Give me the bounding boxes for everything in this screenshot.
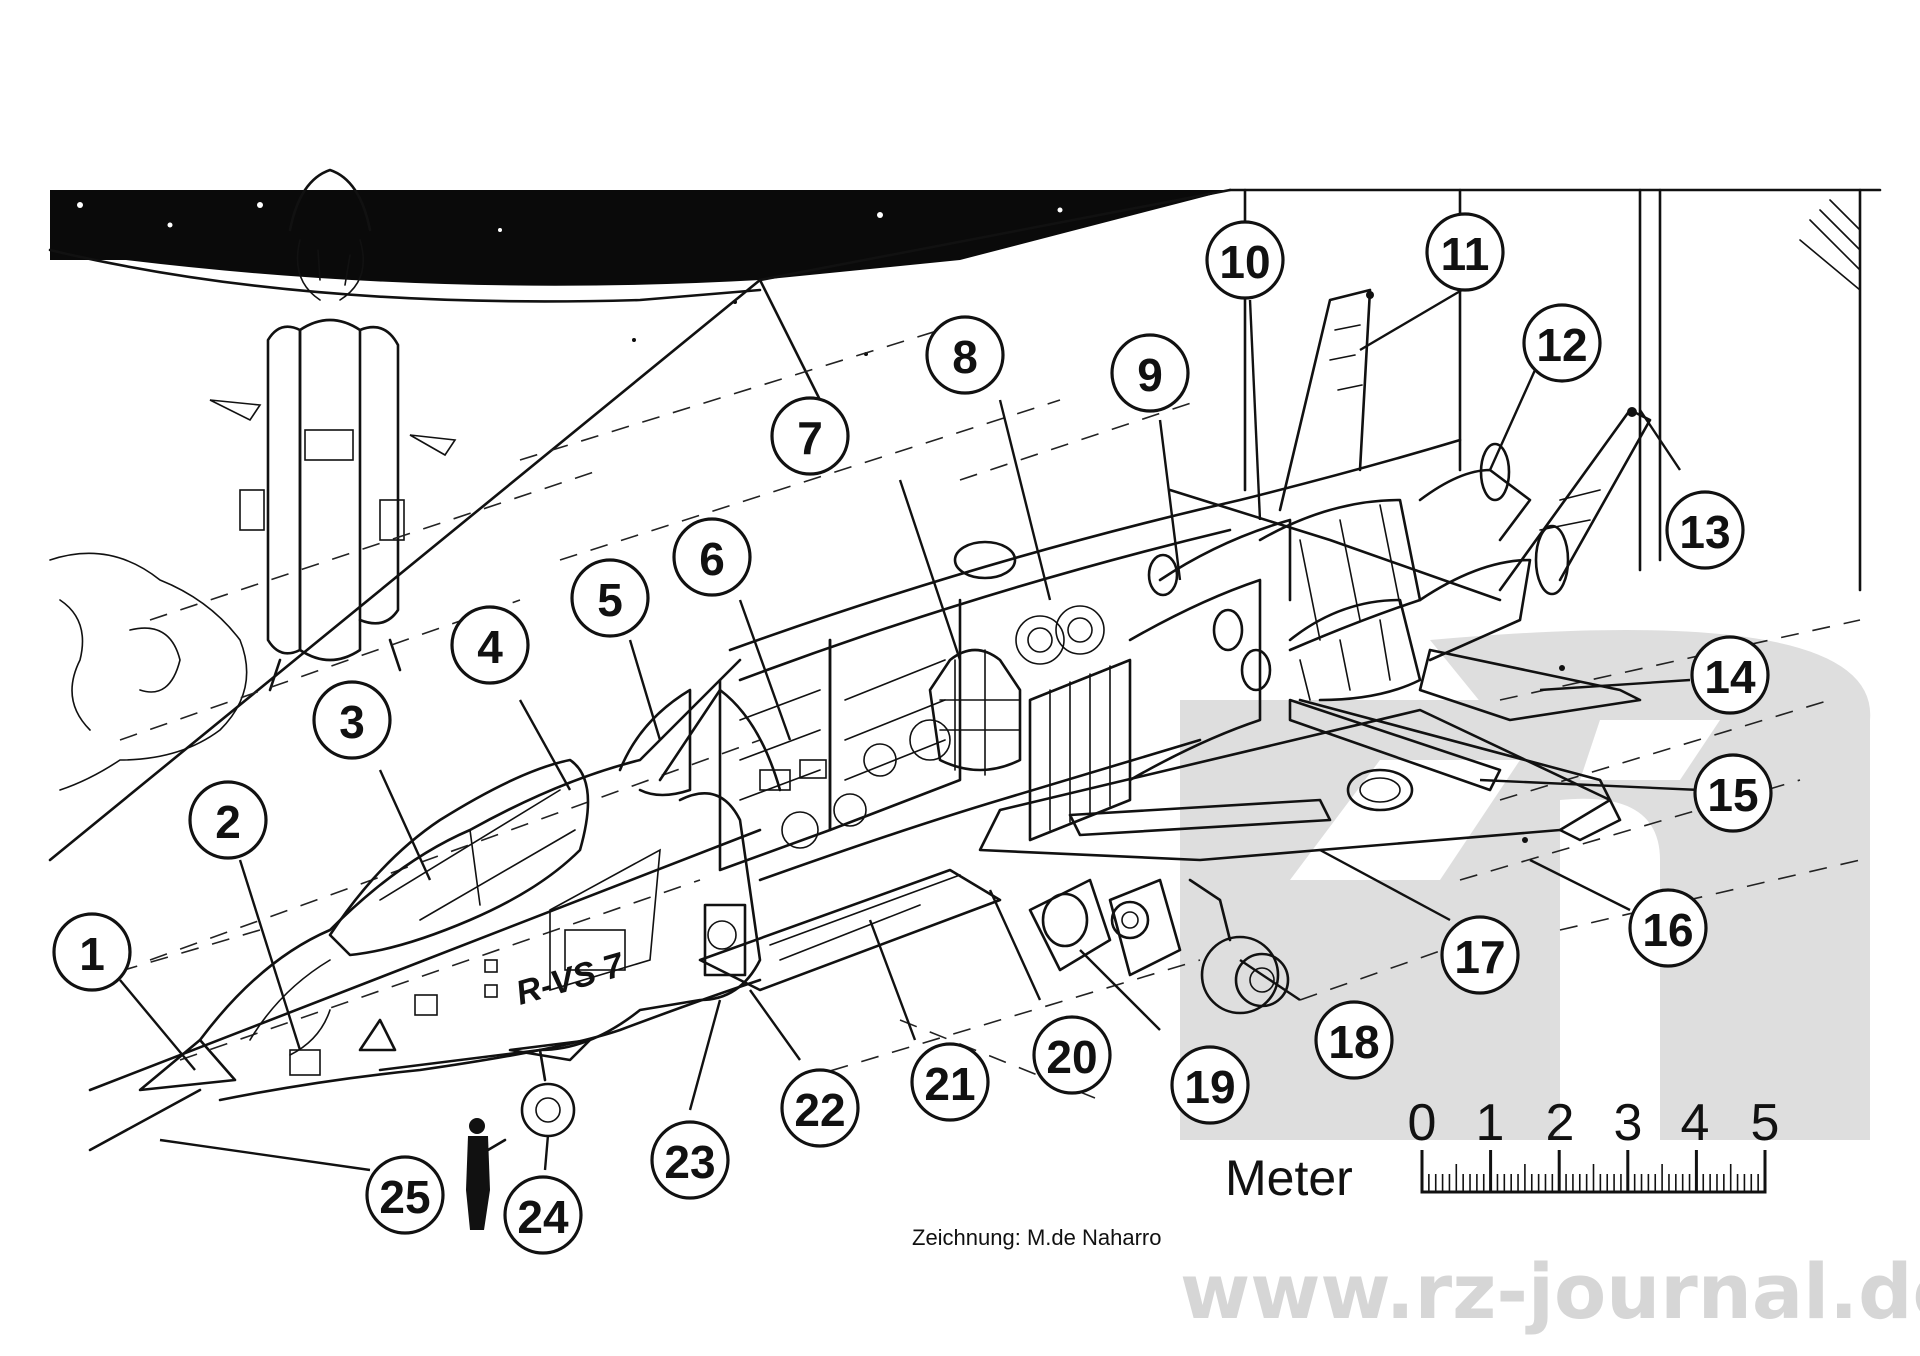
callout-7: 7 (770, 396, 850, 476)
leader-lines (119, 288, 1701, 1172)
callout-8: 8 (925, 315, 1005, 395)
fuselage-marking: R-VS 7 (512, 945, 630, 1012)
space-background (48, 190, 1230, 791)
central-tank (928, 605, 1105, 776)
crew-figure (466, 1118, 507, 1230)
background-rocket (209, 168, 457, 692)
callout-24: 24 (503, 1175, 583, 1255)
callout-10: 10 (1205, 220, 1285, 300)
callout-23: 23 (650, 1120, 730, 1200)
svg-text:17: 17 (1454, 931, 1505, 983)
wing (978, 648, 1642, 862)
svg-text:3: 3 (339, 696, 365, 748)
scale-ruler (1420, 1150, 1767, 1194)
scale-unit-label: Meter (1225, 1150, 1353, 1206)
hangar-structure (48, 188, 1882, 1101)
callout-17: 17 (1440, 915, 1520, 995)
watermark-url: www.rz-journal.de (1180, 1247, 1920, 1336)
callout-12: 12 (1522, 303, 1602, 383)
callout-4: 4 (450, 605, 530, 685)
equipment-bay (718, 598, 962, 872)
callout-6: 6 (672, 517, 752, 597)
illustrator-credit: Zeichnung: M.de Naharro (912, 1225, 1161, 1250)
callout-13: 13 (1665, 490, 1745, 570)
callout-1: 1 (52, 912, 132, 992)
scale-tick-3: 3 (1614, 1094, 1643, 1152)
rear-duct (953, 540, 1182, 977)
callout-21: 21 (910, 1042, 990, 1122)
scale-bar: Meter 0 1 2 3 4 5 (1225, 1094, 1779, 1206)
watermark-logo (1180, 630, 1871, 1140)
svg-text:14: 14 (1704, 651, 1756, 703)
svg-text:6: 6 (699, 533, 725, 585)
callout-2: 2 (188, 780, 268, 860)
svg-text:13: 13 (1679, 506, 1730, 558)
svg-text:2: 2 (215, 796, 241, 848)
callout-18: 18 (1314, 1000, 1394, 1080)
svg-text:4: 4 (477, 621, 503, 673)
svg-text:15: 15 (1707, 769, 1758, 821)
scale-tick-0: 0 (1408, 1094, 1437, 1152)
svg-text:10: 10 (1219, 236, 1270, 288)
svg-text:7: 7 (797, 412, 823, 464)
callout-20: 20 (1032, 1015, 1112, 1095)
callout-22: 22 (780, 1068, 860, 1148)
svg-text:24: 24 (517, 1191, 569, 1243)
callout-25: 25 (365, 1155, 445, 1235)
main-landing-gear (1188, 878, 1290, 1015)
spaceplane-cutaway: R-VS 7 (88, 288, 1652, 1230)
svg-text:8: 8 (952, 331, 978, 383)
svg-text:12: 12 (1536, 319, 1587, 371)
callout-19: 19 (1170, 1045, 1250, 1125)
svg-text:23: 23 (664, 1136, 715, 1188)
svg-text:1: 1 (79, 928, 105, 980)
engine-section (1028, 442, 1570, 842)
svg-text:19: 19 (1184, 1061, 1235, 1113)
scale-tick-2: 2 (1546, 1094, 1575, 1152)
svg-text:16: 16 (1642, 904, 1693, 956)
svg-text:21: 21 (924, 1058, 975, 1110)
svg-text:22: 22 (794, 1084, 845, 1136)
callout-16: 16 (1628, 888, 1708, 968)
callout-9: 9 (1110, 333, 1190, 413)
callout-5: 5 (570, 558, 650, 638)
nose-landing-gear (508, 1038, 592, 1138)
svg-text:18: 18 (1328, 1016, 1379, 1068)
svg-text:5: 5 (597, 574, 623, 626)
callout-11: 11 (1425, 212, 1505, 292)
scale-tick-4: 4 (1681, 1094, 1710, 1152)
callout-3: 3 (312, 680, 392, 760)
svg-text:25: 25 (379, 1171, 430, 1223)
svg-text:11: 11 (1441, 228, 1490, 280)
svg-text:9: 9 (1137, 349, 1163, 401)
callout-14: 14 (1690, 635, 1770, 715)
svg-text:20: 20 (1046, 1031, 1097, 1083)
callout-15: 15 (1693, 753, 1773, 833)
scale-tick-5: 5 (1751, 1094, 1780, 1152)
tail-fins (1278, 288, 1652, 592)
scale-tick-1: 1 (1476, 1094, 1505, 1152)
